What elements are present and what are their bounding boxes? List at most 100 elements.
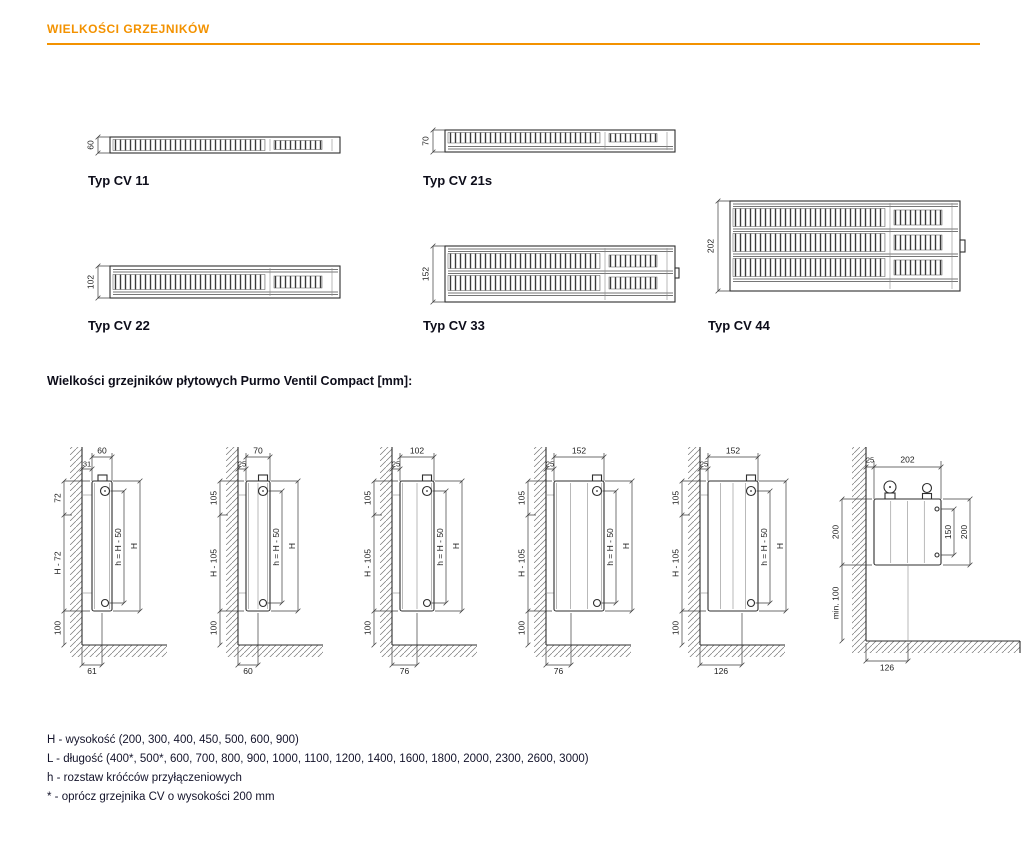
dim-depth-label: 102 [86,275,96,289]
dim-depth: 152 [572,446,586,456]
dimension-ticks [525,454,635,668]
bottom-connection [422,598,432,608]
dim-connection-spacing: h = H - 50 [271,528,281,566]
type-label-cv44: Typ CV 44 [708,318,770,333]
side-view-cv33: 152 25 105 H - 105 100 h = H - 50 H 76 [517,446,635,676]
radiator-profile [873,480,942,641]
section-subtitle: Wielkości grzejników płytowych Purmo Ven… [47,374,413,388]
note-height: H - wysokość (200, 300, 400, 450, 500, 6… [47,734,299,746]
dim-height: H [775,543,785,549]
dim-middle: H - 72 [53,551,63,574]
dimension-line [63,453,141,666]
dim-clearance: min. 100 [831,586,841,619]
radiator-profile [82,474,113,612]
wall-hatch [688,447,701,645]
dimension-line [219,453,299,666]
dim-height-left: 200 [831,525,841,539]
dim-middle: H - 105 [671,549,681,577]
dimension-ticks [679,454,789,668]
dim-wall-gap: 25 [700,460,708,469]
dim-floor-clearance: 100 [53,621,63,635]
dim-height: H [621,543,631,549]
dim-bottom: 76 [400,666,410,676]
dim-depth-label: 152 [421,267,431,281]
dim-upper: 105 [671,491,681,505]
dim-wall-gap: 25 [866,456,874,465]
radiator-profile [546,474,605,612]
dim-wall-gap: 25 [238,460,246,469]
radiator-profile [700,474,759,612]
bottom-connection [746,598,756,608]
dimension-ticks [61,454,143,668]
dimension-line [97,136,110,154]
dim-depth-label: 60 [86,140,96,150]
dim-height: H [129,543,139,549]
dim-depth: 102 [410,446,424,456]
dim-middle: H - 105 [363,549,373,577]
dim-middle: H - 105 [209,549,219,577]
top-view-cv11: 60 [86,134,341,156]
wall-hatch [852,447,867,641]
dimension-line [681,453,787,666]
radiator-plan [444,129,676,153]
floor-hatch [70,644,167,657]
note-connection-spacing: h - rozstaw króćców przyłączeniowych [47,772,242,784]
dim-bottom: 126 [714,666,728,676]
radiator-profile [392,474,435,612]
radiator-profile [238,474,271,612]
top-view-cv33: 152 [421,243,680,305]
dim-height: H [287,543,297,549]
type-label-cv33: Typ CV 33 [423,318,485,333]
dim-bottom: 61 [87,666,97,676]
dim-wall-gap: 31 [83,460,91,469]
dim-upper: 105 [209,491,219,505]
dimension-ticks [217,454,301,668]
dim-upper: 105 [517,491,527,505]
radiator-plan [729,200,966,292]
dim-connection-spacing: h = H - 50 [435,528,445,566]
dim-upper: 72 [53,493,63,503]
dimension-line [717,200,730,292]
bottom-connection [100,598,110,608]
dim-connection-spacing: 150 [943,525,953,539]
dimension-ticks [371,454,465,668]
dimension-ticks [95,134,101,156]
bottom-connection [934,552,940,558]
radiator-plan [109,136,341,154]
dim-connection-spacing: h = H - 50 [113,528,123,566]
wall-hatch [226,447,239,645]
dim-floor-clearance: 100 [671,621,681,635]
note-footnote: * - oprócz grzejnika CV o wysokości 200 … [47,791,275,803]
dimension-line [373,453,463,666]
detail-view-cv44: 25 202 200 min. 100 150 200 126 [831,447,1021,673]
accent-rule [47,43,980,45]
dim-wall-gap: 25 [546,460,554,469]
legend-notes: H - wysokość (200, 300, 400, 450, 500, 6… [47,731,589,807]
type-label-cv21s: Typ CV 21s [423,173,493,188]
dim-depth-label: 70 [421,136,431,146]
side-view-cv44: 152 25 105 H - 105 100 h = H - 50 H 126 [671,446,789,676]
dim-depth: 60 [97,446,107,456]
dim-floor-clearance: 100 [209,621,219,635]
dim-bottom: 126 [880,663,894,673]
side-view-cv22: 102 25 105 H - 105 100 h = H - 50 H 76 [363,446,477,676]
dimension-ticks [95,263,101,301]
dim-floor-clearance: 100 [363,621,373,635]
top-view-cv21s: 70 [421,127,676,155]
dimension-line [527,453,633,666]
dim-depth: 202 [900,455,914,465]
floor-hatch [226,644,323,657]
floor-hatch [380,644,477,657]
bottom-connection [592,598,602,608]
dimension-ticks [430,243,436,305]
note-length: L - długość (400*, 500*, 600, 700, 800, … [47,753,589,765]
radiator-plan [109,265,341,299]
dim-height: H [451,543,461,549]
dim-bottom: 60 [243,666,253,676]
dim-wall-gap: 25 [392,460,400,469]
dim-floor-clearance: 100 [517,621,527,635]
dimension-line [841,461,971,662]
top-view-cv22: 102 [86,263,341,301]
floor-hatch [688,644,785,657]
